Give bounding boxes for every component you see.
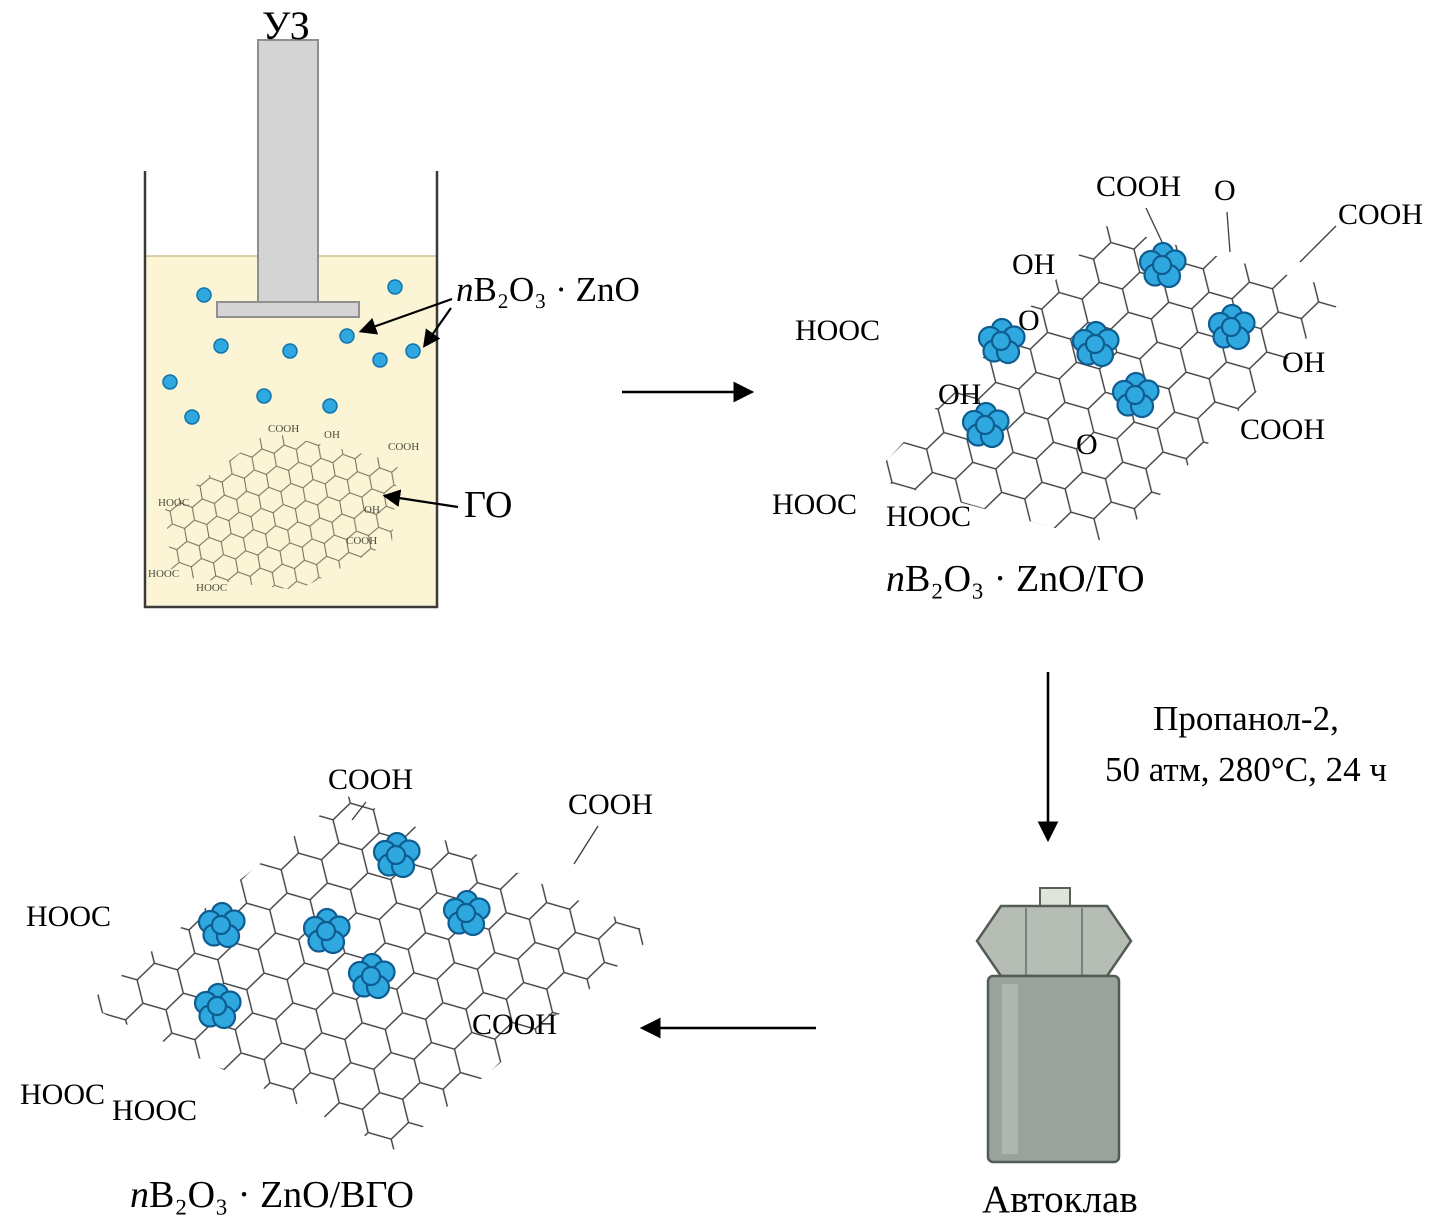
particles-formula-label: nB₂O₃ · ZnO bbox=[456, 272, 640, 307]
conditions-line2: 50 атм, 280°C, 24 ч bbox=[1104, 749, 1388, 789]
formula-prefix: n bbox=[886, 558, 905, 600]
functional-group-label: COOH bbox=[1096, 170, 1182, 203]
go-sheet-sketch bbox=[165, 432, 398, 590]
nanoparticle-dots bbox=[162, 279, 421, 425]
functional-group-label: HOOC bbox=[795, 314, 881, 347]
arrow-go-callout bbox=[382, 489, 459, 509]
formula-body: B₂O₃ · ZnO/ВГО bbox=[149, 1174, 414, 1216]
sketch-group-label: HOOC bbox=[196, 582, 228, 594]
reaction-conditions: Пропанол-2, 50 атм, 280°C, 24 ч bbox=[1078, 694, 1414, 796]
autoclave-vessel bbox=[975, 887, 1133, 1164]
go-product-caption: nB₂O₃ · ZnO/ГО bbox=[886, 560, 1145, 598]
autoclave-body bbox=[986, 974, 1121, 1164]
go-label: ГО bbox=[464, 484, 513, 526]
sketch-group-label: COOH bbox=[346, 535, 378, 547]
conditions-line1: Пропанол-2, bbox=[1153, 699, 1339, 738]
sketch-group-label: HOOC bbox=[148, 568, 180, 580]
formula-prefix: n bbox=[456, 270, 474, 309]
beaker bbox=[143, 39, 439, 609]
functional-group-label: OH bbox=[938, 378, 982, 411]
functional-group-label: OH bbox=[1282, 346, 1326, 379]
flow-arrows bbox=[622, 381, 1059, 1039]
pointer-arrows bbox=[358, 297, 459, 509]
functional-group-label: O bbox=[1018, 304, 1040, 337]
go-sheet bbox=[870, 207, 1350, 544]
bond-connectors bbox=[351, 801, 599, 865]
functional-group-label: HOOC bbox=[26, 900, 112, 933]
functional-group-label: COOH bbox=[328, 763, 414, 796]
sketch-group-label: COOH bbox=[268, 423, 300, 435]
formula-body: B₂O₃ · ZnO bbox=[473, 270, 640, 309]
autoclave-nut bbox=[975, 904, 1133, 978]
arrow-particles-callout-1 bbox=[358, 297, 453, 335]
functional-group-label: HOOC bbox=[886, 500, 972, 533]
functional-group-label: O bbox=[1214, 174, 1236, 207]
vgo-product-caption: nB₂O₃ · ZnO/ВГО bbox=[130, 1176, 414, 1214]
ultrasonic-probe bbox=[216, 39, 360, 318]
sketch-group-label: OH bbox=[324, 429, 340, 441]
functional-group-label: COOH bbox=[472, 1008, 558, 1041]
ultrasound-label: УЗ bbox=[262, 3, 310, 48]
functional-group-label: COOH bbox=[1338, 198, 1424, 231]
autoclave-label: Автоклав bbox=[982, 1178, 1138, 1221]
sketch-group-label: OH bbox=[364, 504, 380, 516]
functional-group-label: OH bbox=[1012, 248, 1056, 281]
functional-group-label: COOH bbox=[568, 788, 654, 821]
functional-group-label: HOOC bbox=[20, 1078, 106, 1111]
sketch-group-label: HOOC bbox=[158, 497, 190, 509]
functional-group-label: COOH bbox=[1240, 413, 1326, 446]
functional-group-label: O bbox=[1076, 428, 1098, 461]
formula-body: B₂O₃ · ZnO/ГО bbox=[905, 558, 1145, 600]
bond-connectors bbox=[1145, 207, 1337, 263]
functional-group-label: HOOC bbox=[112, 1094, 198, 1127]
vgo-sheet bbox=[85, 795, 655, 1150]
formula-prefix: n bbox=[130, 1174, 149, 1216]
beaker-outline bbox=[143, 171, 439, 609]
arrow-particles-callout-2 bbox=[422, 307, 452, 348]
sketch-group-label: COOH bbox=[388, 441, 420, 453]
functional-group-label: HOOC bbox=[772, 488, 858, 521]
